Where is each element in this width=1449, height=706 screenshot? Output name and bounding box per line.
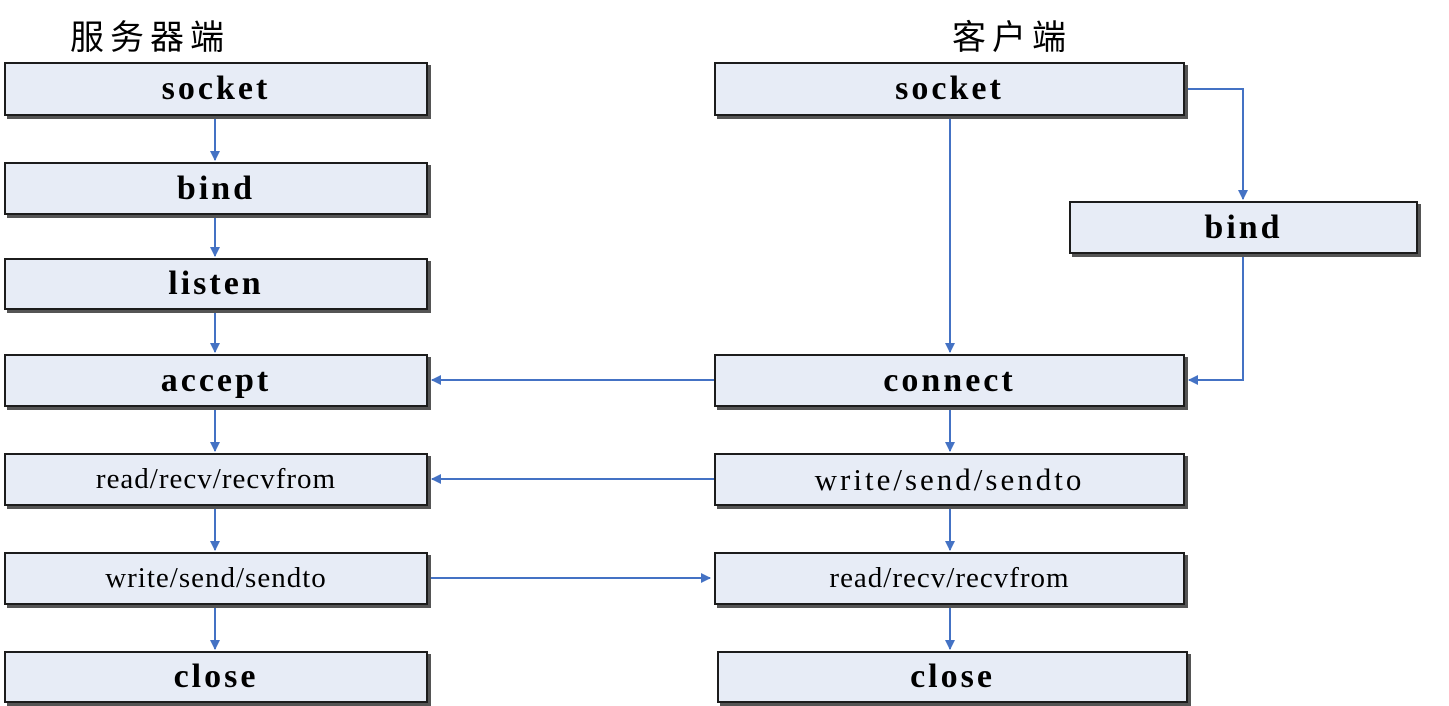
server-bind-box: bind	[4, 162, 428, 215]
arrow-client-socket-bind	[1185, 88, 1248, 200]
server-title: 服务器端	[70, 18, 230, 58]
server-accept-box: accept	[4, 354, 428, 407]
server-socket-box: socket	[4, 62, 428, 116]
client-close-box: close	[717, 651, 1188, 703]
server-write-box: write/send/sendto	[4, 552, 428, 605]
server-listen-box: listen	[4, 258, 428, 310]
client-socket-box: socket	[714, 62, 1185, 116]
client-write-box: write/send/sendto	[714, 453, 1185, 506]
client-read-box: read/recv/recvfrom	[714, 552, 1185, 605]
server-close-box: close	[4, 651, 428, 703]
client-title: 客户端	[952, 18, 1072, 58]
client-bind-box: bind	[1069, 201, 1418, 254]
client-connect-box: connect	[714, 354, 1185, 407]
arrow-client-bind-connect	[1188, 254, 1244, 385]
server-read-box: read/recv/recvfrom	[4, 453, 428, 506]
